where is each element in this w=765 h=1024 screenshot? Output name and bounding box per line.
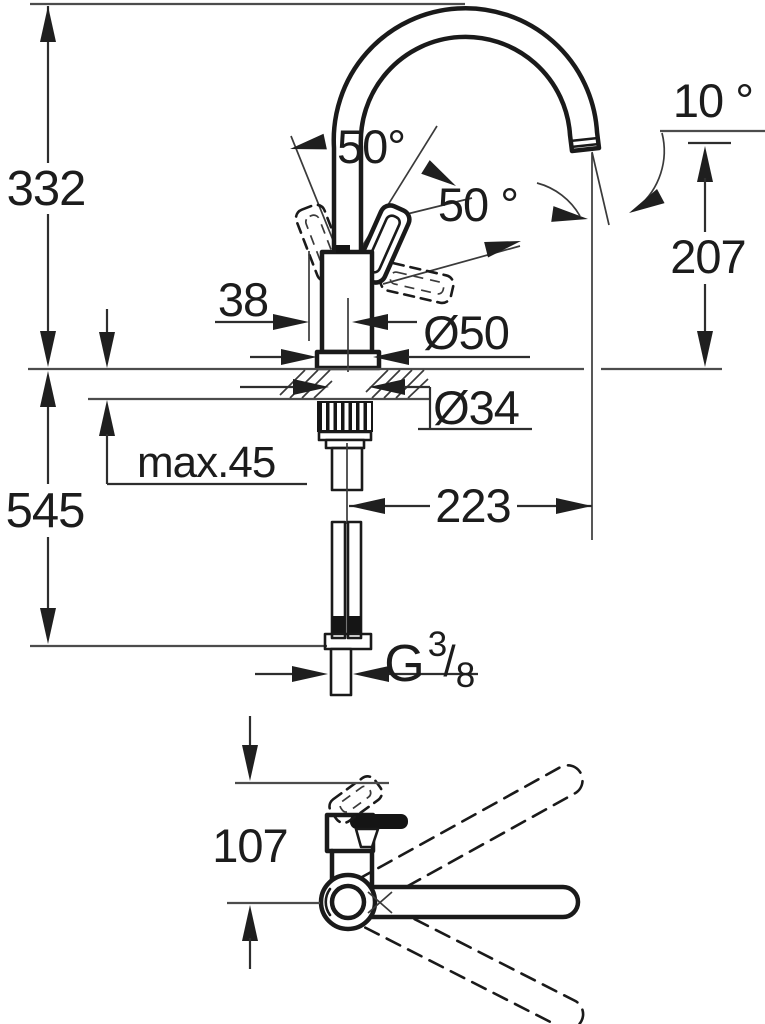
lever-pivot-tab: [336, 245, 350, 253]
plan-lever-taper: [354, 827, 380, 849]
spout-outline: [331, 6, 602, 255]
spout-arm-solid: [349, 884, 581, 920]
pivot-cross-mark: [367, 891, 393, 914]
faucet-body: [319, 249, 375, 355]
dim-g38-thread: G 3 / 8: [255, 625, 478, 695]
dim-max45: max.45: [99, 309, 307, 487]
angle-label-50deg-right: 50 °: [438, 178, 518, 231]
dim-107: 107: [212, 716, 389, 969]
g-thread-stub: [329, 647, 353, 697]
pivot-outer-circle: [318, 872, 378, 932]
angle-10deg: 10 °: [536, 74, 754, 227]
supply-hoses: [330, 520, 363, 640]
dim-label-545: 545: [6, 484, 85, 538]
dim-545: 545: [6, 371, 85, 644]
lever-dashed-side-position: [379, 261, 455, 305]
aerator-lines: [568, 136, 601, 149]
pivot-ring-arc: [324, 887, 332, 917]
thread-label-num: 3: [428, 625, 446, 664]
dim-label-332: 332: [7, 162, 86, 216]
plan-view: 107: [212, 716, 585, 1024]
dim-label-max45: max.45: [137, 438, 275, 487]
dim-dia34: Ø34: [240, 379, 532, 434]
dim-207: 207: [660, 129, 765, 367]
dim-label-107: 107: [212, 819, 287, 872]
thread-label-den: 8: [456, 656, 474, 695]
dim-label-207: 207: [670, 230, 745, 283]
thread-label-g: G: [384, 635, 423, 693]
dim-label-dia50: Ø50: [423, 306, 509, 359]
dim-label-38: 38: [218, 273, 268, 326]
dim-38: 38: [215, 251, 417, 341]
mounting-assembly: [317, 401, 373, 697]
dim-dia50: Ø50: [250, 306, 530, 365]
dim-label-dia34: Ø34: [433, 381, 519, 434]
spout-arm-dashed-down: [348, 894, 585, 1024]
angle-label-50deg-left: 50°: [337, 120, 405, 173]
plan-lever-bar: [350, 814, 408, 829]
dim-332: 332: [7, 6, 86, 367]
mounting-nut: [317, 401, 373, 450]
angle-label-10deg: 10 °: [673, 74, 753, 127]
dim-label-223: 223: [435, 479, 510, 532]
side-elevation-view: 332 545 max.45 38: [6, 2, 765, 697]
pivot-inner-circle: [329, 883, 367, 921]
thread-label-slash: /: [443, 637, 456, 686]
angle-50deg-left: 50°: [288, 120, 461, 193]
dim-223: 223: [349, 153, 593, 540]
angle-50deg-right: 50 °: [438, 178, 523, 258]
